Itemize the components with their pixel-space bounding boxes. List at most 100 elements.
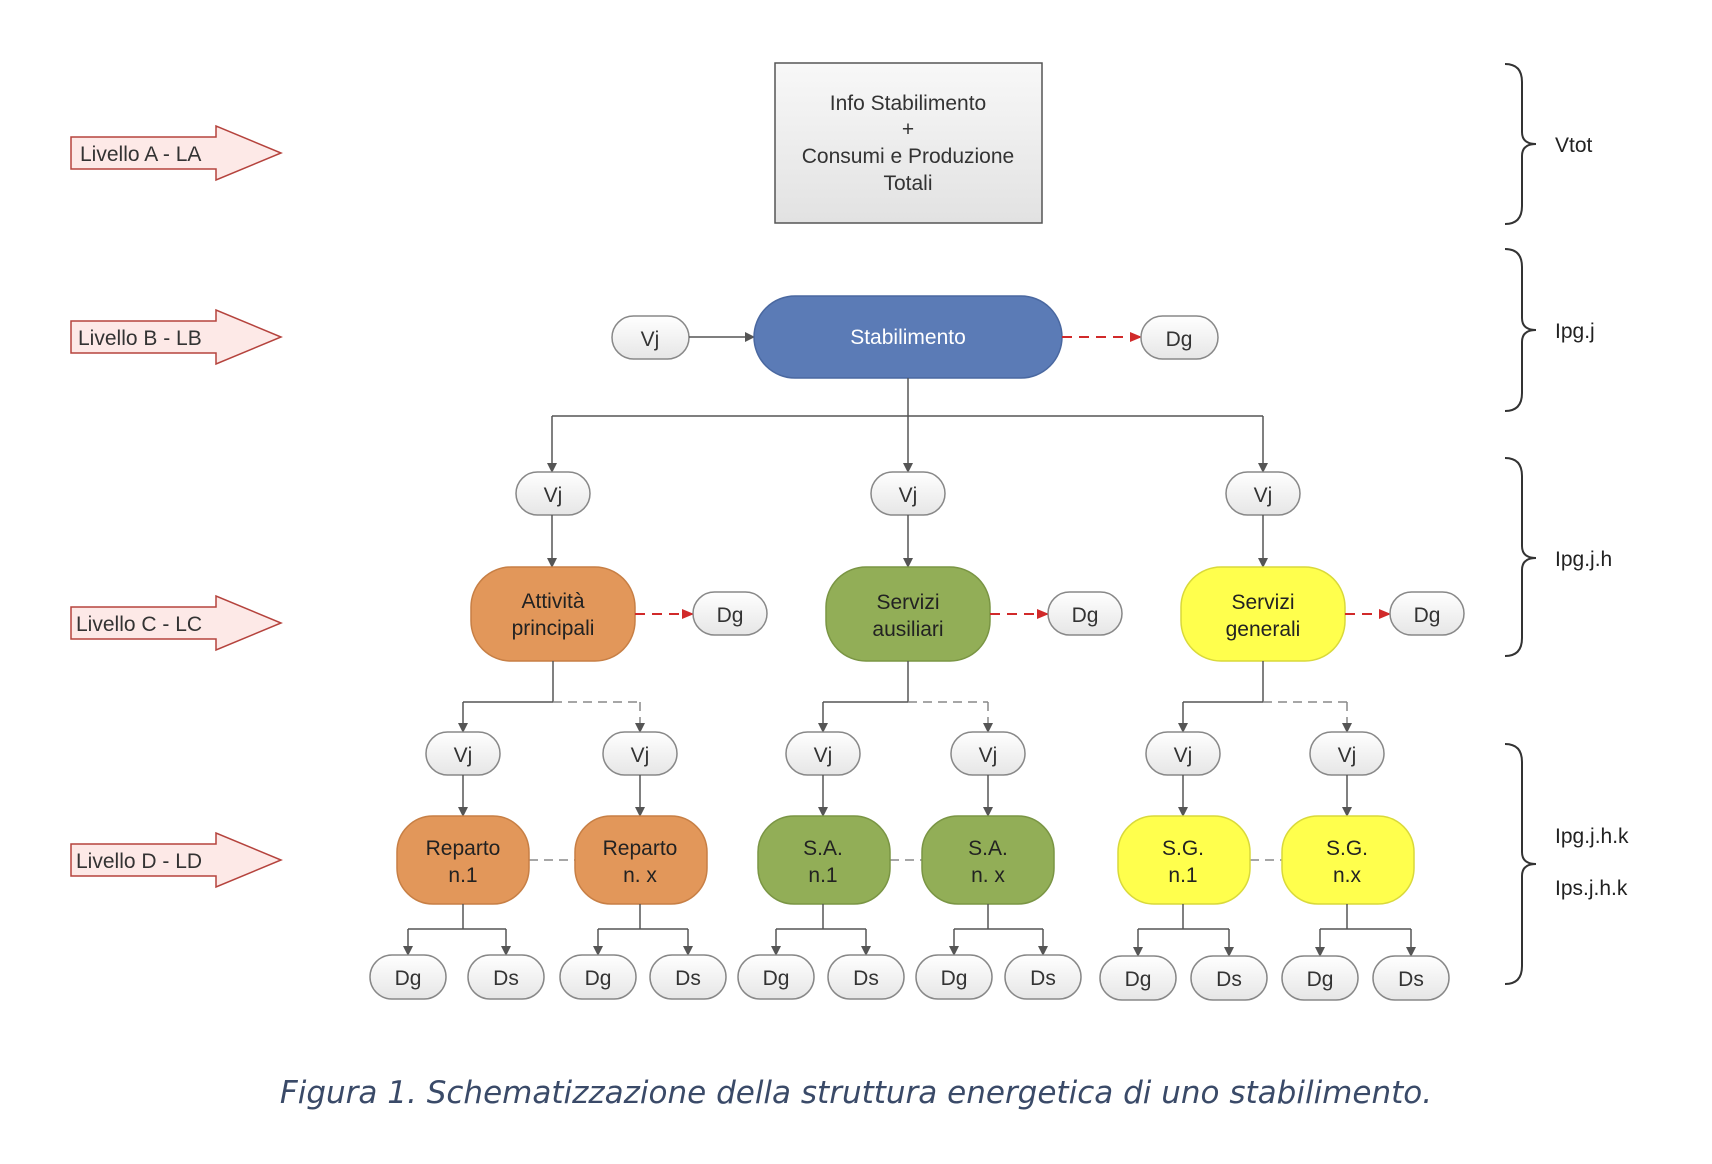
dg-node [1281, 955, 1359, 1001]
bracket-a-label: Vtot [1555, 134, 1593, 157]
level-c-label: Livello C - LC [76, 613, 202, 636]
vj-label: Vj [544, 484, 563, 507]
c-to-d-connectors [458, 661, 1352, 733]
dg-label: Dg [1125, 968, 1152, 991]
level-b-arrow: Livello B - LB [70, 308, 283, 366]
ds-label: Ds [1398, 968, 1424, 991]
dg-label: Dg [941, 967, 968, 990]
bracket-level-c [1504, 457, 1537, 657]
dg-node [1099, 955, 1177, 1001]
info-stabilimento-box: Info Stabilimento + Consumi e Produzione… [774, 62, 1043, 224]
sg-nx-label: n.x [1333, 864, 1362, 887]
vj-to-c-connectors [547, 515, 1268, 568]
info-line-3: Consumi e Produzione [802, 145, 1014, 168]
servizi-generali-node [1180, 566, 1346, 662]
level-a-label: Livello A - LA [80, 143, 201, 166]
sg-n1-node: S.G. n.1 [1117, 815, 1251, 905]
dg-node [915, 954, 993, 1000]
sg-nx-node: S.G. n.x [1281, 815, 1415, 905]
vj-label: Vj [1174, 744, 1193, 767]
b-to-c-connectors [547, 378, 1268, 473]
sa-label: S.A. [803, 837, 843, 860]
ds-label: Ds [853, 967, 879, 990]
sg-n1-label: n.1 [1168, 864, 1197, 887]
vj-label: Vj [631, 744, 650, 767]
reparto-n1-node: Reparto n.1 [396, 815, 530, 905]
d-to-leaf-connectors [403, 904, 1416, 957]
level-c-vj-row: Vj Vj Vj [515, 471, 1301, 516]
dg-node [1047, 591, 1123, 636]
servizi-ausiliari-label-2: ausiliari [872, 618, 943, 641]
reparto-label: Reparto [603, 837, 678, 860]
dg-label: Dg [585, 967, 612, 990]
sg-label: S.G. [1162, 837, 1204, 860]
dg-label: Dg [1414, 604, 1441, 627]
servizi-ausiliari-label-1: Servizi [876, 591, 939, 614]
dg-node [1140, 315, 1219, 360]
sa-n1-node: S.A. n.1 [757, 815, 891, 905]
attivita-label-2: principali [512, 617, 595, 640]
figure-caption: Figura 1. Schematizzazione della struttu… [279, 1075, 1433, 1111]
level-c-arrow: Livello C - LC [70, 594, 283, 652]
attivita-label-1: Attività [521, 590, 584, 613]
bracket-b-label: Ipg.j [1555, 320, 1595, 343]
ds-node [1004, 954, 1082, 1000]
sa-nx-label: n. x [971, 864, 1005, 887]
attivita-principali-node [470, 566, 636, 662]
vj-label: Vj [814, 744, 833, 767]
servizi-generali-label-2: generali [1226, 618, 1301, 641]
vj-to-d-connectors [458, 775, 1352, 817]
info-line-4: Totali [883, 172, 932, 195]
vj-label: Vj [1254, 484, 1273, 507]
bracket-level-b [1504, 248, 1537, 412]
ds-label: Ds [493, 967, 519, 990]
dg-label: Dg [763, 967, 790, 990]
vj-label: Vj [899, 484, 918, 507]
servizi-ausiliari-group: Servizi ausiliari Dg [825, 566, 1123, 662]
ds-label: Ds [1030, 967, 1056, 990]
ds-node [827, 954, 905, 1000]
info-line-1: Info Stabilimento [830, 92, 986, 115]
level-b-row: Vj Stabilimento Dg [611, 295, 1219, 379]
sa-label: S.A. [968, 837, 1008, 860]
vj-label: Vj [454, 744, 473, 767]
sg-label: S.G. [1326, 837, 1368, 860]
reparto-n1-label: n.1 [448, 864, 477, 887]
ds-label: Ds [675, 967, 701, 990]
level-b-label: Livello B - LB [78, 327, 202, 350]
dg-node [369, 954, 447, 1000]
info-line-2: + [902, 118, 914, 141]
level-a-arrow: Livello A - LA [70, 124, 283, 182]
dg-label: Dg [1307, 968, 1334, 991]
reparto-nx-label: n. x [623, 864, 657, 887]
dg-label: Dg [1166, 328, 1193, 351]
vj-label: Vj [979, 744, 998, 767]
dg-label: Dg [717, 604, 744, 627]
stabilimento-label: Stabilimento [850, 326, 966, 349]
dg-label: Dg [395, 967, 422, 990]
bracket-c-label: Ipg.j.h [1555, 548, 1612, 571]
sa-n1-label: n.1 [808, 864, 837, 887]
attivita-principali-group: Attività principali Dg [470, 566, 768, 662]
dg-node [692, 591, 768, 636]
bracket-level-d [1504, 743, 1537, 985]
sa-nx-node: S.A. n. x [921, 815, 1055, 905]
servizi-generali-group: Servizi generali Dg [1180, 566, 1465, 662]
reparto-label: Reparto [426, 837, 501, 860]
dg-label: Dg [1072, 604, 1099, 627]
dg-node [737, 954, 815, 1000]
ds-label: Ds [1216, 968, 1242, 991]
ds-node [1372, 955, 1450, 1001]
right-brackets [1504, 63, 1537, 985]
reparto-nx-node: Reparto n. x [574, 815, 708, 905]
level-d-label: Livello D - LD [76, 850, 202, 873]
level-d-arrow: Livello D - LD [70, 831, 283, 889]
vj-label: Vj [1338, 744, 1357, 767]
ds-node [467, 954, 545, 1000]
vj-label: Vj [641, 328, 660, 351]
vj-node [515, 471, 591, 516]
bracket-d-label-2: Ips.j.h.k [1555, 877, 1628, 900]
dg-node [1389, 591, 1465, 636]
ds-node [1190, 955, 1268, 1001]
